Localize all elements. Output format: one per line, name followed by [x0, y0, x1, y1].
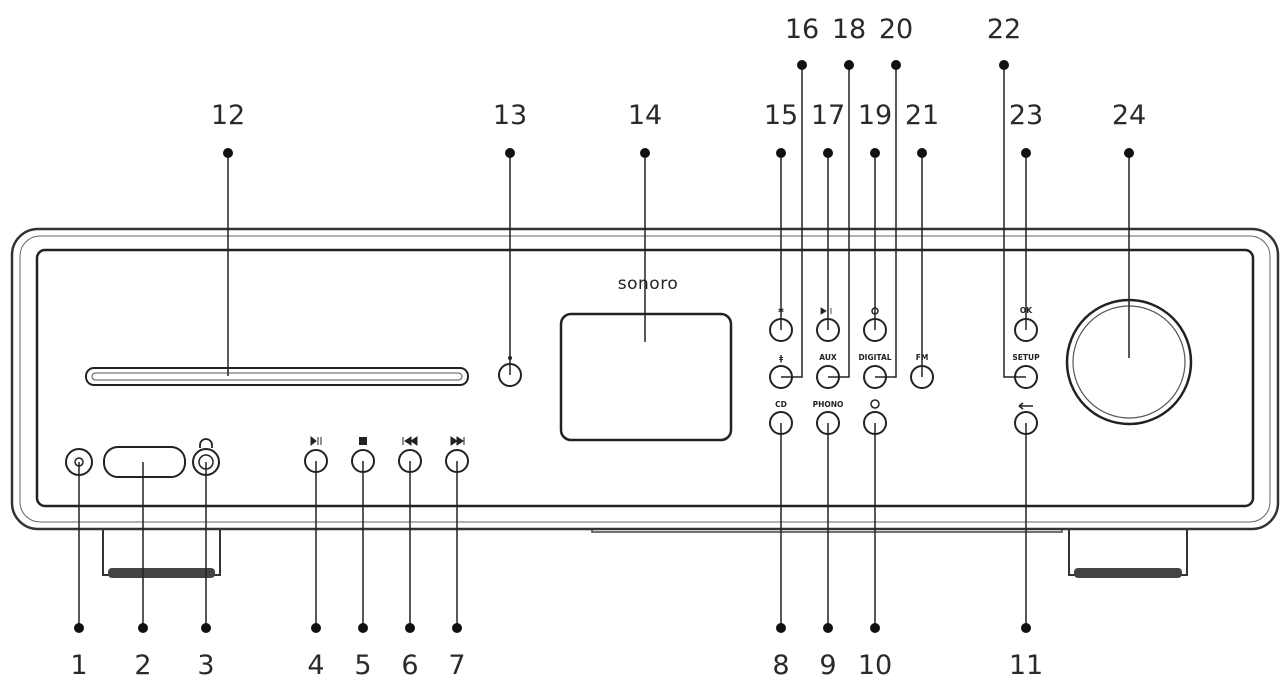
- callout-22: 22: [987, 14, 1021, 45]
- callout-13: 13: [493, 100, 527, 131]
- callout-2: 2: [134, 650, 151, 681]
- display-screen: [559, 312, 733, 442]
- callout-numbers: 1 2 3 4 5 6 7 8 9 10 11 12 13 14 15 16 1…: [70, 14, 1146, 681]
- callout-5: 5: [354, 650, 371, 681]
- right-foot: [1068, 526, 1188, 576]
- phono-label: PHONO: [813, 400, 844, 409]
- callout-15: 15: [764, 100, 798, 131]
- callout-18: 18: [832, 14, 866, 45]
- left-foot-base: [108, 568, 215, 578]
- previous-icon: [402, 436, 418, 446]
- callout-14: 14: [628, 100, 662, 131]
- cd-slot-inner: [91, 372, 463, 381]
- callout-21: 21: [905, 100, 939, 131]
- callout-24: 24: [1112, 100, 1146, 131]
- callout-16: 16: [785, 14, 819, 45]
- callout-10: 10: [858, 650, 892, 681]
- cd-label: CD: [775, 400, 787, 409]
- stop-icon: [359, 437, 367, 445]
- left-foot: [102, 526, 221, 576]
- setup-label: SETUP: [1012, 353, 1040, 362]
- callout-23: 23: [1009, 100, 1043, 131]
- callout-12: 12: [211, 100, 245, 131]
- callout-20: 20: [879, 14, 913, 45]
- play-pause-icon: [310, 435, 322, 447]
- callout-11: 11: [1009, 650, 1043, 681]
- headphone-icon: [199, 438, 213, 448]
- callout-17: 17: [811, 100, 845, 131]
- callout-9: 9: [819, 650, 836, 681]
- next-icon: [450, 436, 465, 446]
- digital-label: DIGITAL: [858, 353, 891, 362]
- callout-7: 7: [448, 650, 465, 681]
- callout-6: 6: [401, 650, 418, 681]
- callout-1: 1: [70, 650, 87, 681]
- alarm-icon: [870, 399, 880, 409]
- ir-sensor-window: [103, 446, 186, 478]
- callout-8: 8: [772, 650, 789, 681]
- callout-19: 19: [858, 100, 892, 131]
- leader-dots: [74, 60, 1134, 633]
- leader-lines: [78, 65, 1130, 628]
- cd-slot: [85, 367, 469, 386]
- callout-3: 3: [197, 650, 214, 681]
- aux-label: AUX: [819, 353, 837, 362]
- right-foot-base: [1074, 568, 1182, 578]
- callout-4: 4: [307, 650, 324, 681]
- usb-icon: ǂ: [779, 354, 784, 363]
- back-icon: [1018, 402, 1033, 410]
- brand-logo: sonoro: [618, 274, 678, 294]
